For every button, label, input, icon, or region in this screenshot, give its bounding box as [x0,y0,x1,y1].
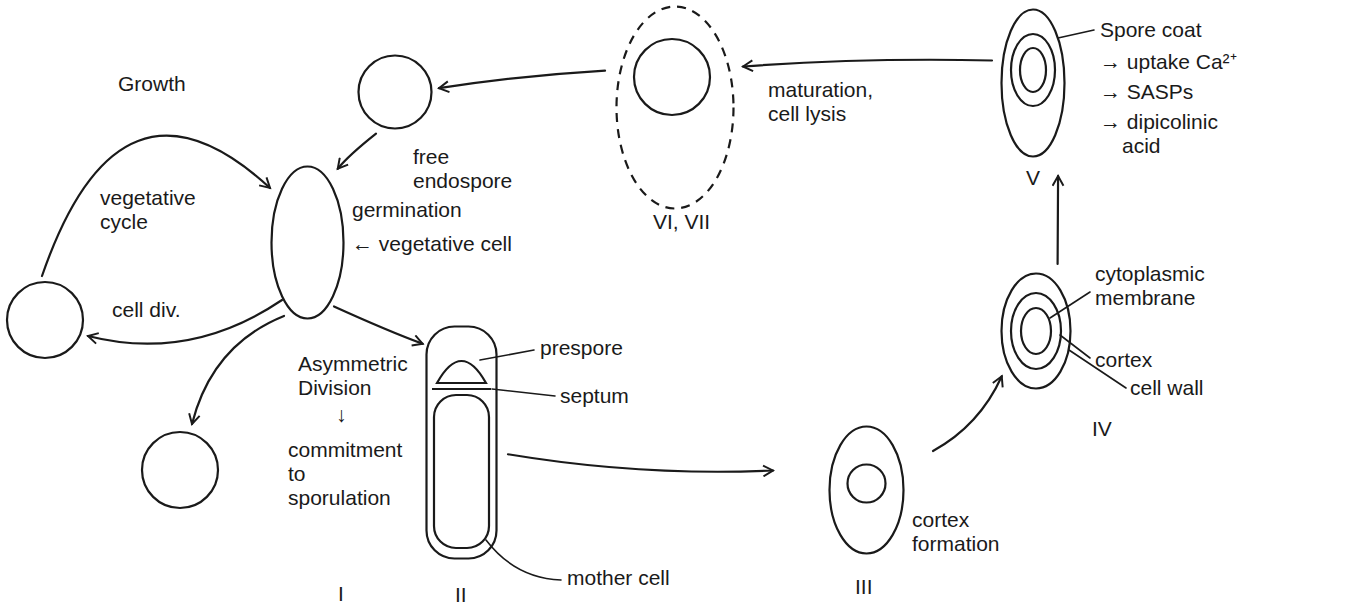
division-arrow [192,316,284,424]
cell-stage: free endospore [357,54,433,130]
cortex-layer [1011,293,1061,369]
cell-outline [1002,274,1071,389]
cell-outline [1002,10,1065,157]
text-label: V [1026,166,1040,190]
cell-stage: VI, VII [615,5,735,210]
cell-outline [359,56,432,129]
leader-line [486,540,561,580]
text-label: III [855,575,873,599]
text-label: Spore coat [1100,18,1202,42]
cell-shape [357,54,433,130]
growth-arrow [42,136,270,276]
cell-stage: V [1000,8,1066,158]
cell-outline [272,167,344,319]
text-label: I [338,582,344,606]
daughter-cell [7,282,83,358]
cell-shape [270,165,345,320]
text-label: free endospore [413,145,518,193]
daughter-cell [142,432,218,508]
septum [432,388,491,390]
cell-shape [828,425,905,555]
stage-arrow [334,307,423,344]
stage-arrow [338,134,376,169]
endospore [634,39,710,115]
text-label: germination [352,198,462,222]
cell-stage: ← vegetative cell [270,165,345,320]
text-label: → SASPs [1100,80,1193,104]
text-label: cytoplasmic membrane [1095,262,1245,310]
text-label: vegetative cycle [100,186,215,234]
cell-stage: IV [1000,272,1072,390]
text-label: cell wall [1130,376,1204,400]
cell-outline [427,327,497,559]
cell-stage: III [828,425,905,555]
text-label: VI, VII [653,210,710,234]
lysing-cell [617,7,734,209]
cell-shape [425,325,498,560]
text-label: IV [1092,417,1112,441]
stage-arrow [743,60,992,67]
text-label: cortex formation [912,508,1012,556]
forespore [848,465,886,503]
cell-stage: II [425,325,498,560]
text-label: ← vegetative cell [352,232,512,256]
stage-arrow [933,376,1002,451]
text-label: septum [560,384,629,408]
leader-line [492,389,555,396]
text-label: ↓ [336,403,347,427]
text-label: cortex [1095,348,1152,372]
stage-arrow [1056,176,1059,264]
text-label: II [455,583,467,607]
leader-line [480,350,534,360]
text-label: → uptake Ca²⁺ [1100,50,1237,74]
stage-arrow [508,454,773,471]
spore-coat [1011,34,1055,106]
text-label: cell div. [112,298,180,322]
text-label: Asymmetric Division [298,352,416,400]
leader-line [1058,30,1094,38]
cell-shape [1000,8,1066,158]
mother-cell [434,395,489,548]
spore-core [1020,48,1046,92]
prespore [437,361,486,383]
text-label: Growth [118,72,186,96]
text-label: commitment to sporulation [288,438,413,510]
cell-shape [1000,272,1072,390]
membrane-layer [1021,308,1051,354]
text-label: prespore [540,336,623,360]
stage-arrow [439,71,605,89]
text-label: → dipicolinic acid [1100,110,1262,158]
cell-outline [830,427,904,554]
cell-shape [615,5,735,210]
text-label: maturation, cell lysis [768,78,908,126]
text-label: mother cell [567,566,670,590]
